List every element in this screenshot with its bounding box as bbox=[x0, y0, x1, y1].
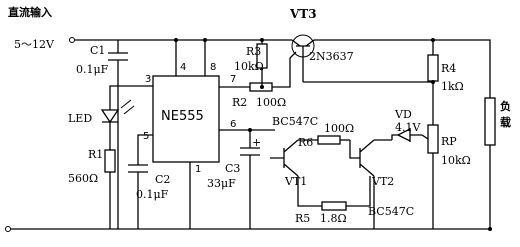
c3-plus: + bbox=[252, 136, 261, 149]
vd-label: VD bbox=[394, 108, 412, 121]
junction bbox=[203, 38, 207, 42]
junction bbox=[431, 80, 435, 84]
ne555-label: NE555 bbox=[161, 109, 204, 124]
r4-resistor bbox=[427, 54, 439, 82]
c2-label: C2 bbox=[155, 173, 170, 186]
input-terminal-positive bbox=[69, 37, 75, 43]
r1-value: 560Ω bbox=[68, 172, 98, 185]
r3-label: R3 bbox=[246, 45, 261, 58]
junction bbox=[260, 38, 264, 42]
junction bbox=[174, 38, 178, 42]
pin-7: 7 bbox=[230, 74, 236, 85]
vd-value: 4.1V bbox=[395, 121, 421, 134]
input-terminal-negative bbox=[5, 226, 11, 232]
vt2-transistor bbox=[349, 139, 375, 177]
pin-6: 6 bbox=[230, 119, 236, 130]
r4-label: R4 bbox=[441, 62, 456, 75]
c3-label: C3 bbox=[225, 162, 240, 175]
pin-4: 4 bbox=[180, 62, 186, 73]
junction bbox=[260, 85, 264, 89]
c2-capacitor bbox=[128, 164, 148, 229]
r6-label: R6 bbox=[298, 136, 313, 149]
vt2-part: BC547C bbox=[368, 205, 414, 218]
r3-value: 10kΩ bbox=[234, 60, 264, 73]
load-resistor bbox=[484, 97, 496, 146]
led-light-rays bbox=[120, 99, 135, 115]
pin-3: 3 bbox=[145, 74, 151, 85]
r2-wire bbox=[272, 58, 291, 88]
c3-capacitor bbox=[240, 147, 260, 229]
r5-value: 1.8Ω bbox=[320, 212, 347, 225]
c1-label: C1 bbox=[90, 44, 105, 57]
pin6-wire bbox=[219, 129, 251, 148]
load-label-2: 载 bbox=[500, 115, 511, 129]
pin3-wire bbox=[109, 85, 153, 110]
dc-input-label: 直流输入 bbox=[8, 5, 52, 19]
c3-value: 33μF bbox=[207, 177, 236, 190]
vt1-emitter-wire bbox=[297, 176, 322, 207]
vt3-part: 2N3637 bbox=[309, 50, 354, 63]
led-label: LED bbox=[68, 112, 92, 125]
r6-value: 100Ω bbox=[324, 122, 354, 135]
r5-label: R5 bbox=[295, 212, 310, 225]
junction bbox=[488, 227, 492, 231]
load-label-1: 负 bbox=[500, 99, 511, 113]
r6-resistor bbox=[317, 135, 341, 145]
r4-value: 1kΩ bbox=[441, 80, 464, 93]
vt1-part: BC547C bbox=[272, 115, 318, 128]
pin-5: 5 bbox=[143, 131, 149, 142]
pin5-wire bbox=[137, 134, 153, 165]
vt1-label: VT1 bbox=[284, 175, 307, 188]
pin-8: 8 bbox=[210, 62, 216, 73]
ne555-chip bbox=[152, 75, 220, 163]
led-diode bbox=[100, 109, 120, 150]
junction bbox=[431, 38, 435, 42]
vt3-label: VT3 bbox=[289, 7, 317, 21]
r1-label: R1 bbox=[88, 148, 103, 161]
vt3-leads bbox=[289, 39, 315, 82]
rp-value: 10kΩ bbox=[441, 154, 471, 167]
r2-label: R2 bbox=[232, 96, 247, 109]
vd-zener-diode bbox=[391, 127, 422, 143]
pin-1: 1 bbox=[195, 164, 201, 175]
r5-wire bbox=[346, 176, 371, 207]
r2-value: 100Ω bbox=[256, 96, 286, 109]
r5-resistor bbox=[321, 201, 347, 211]
c1-value: 0.1μF bbox=[76, 63, 109, 76]
vt2-label: VT2 bbox=[371, 175, 394, 188]
c1-capacitor bbox=[108, 52, 128, 61]
c2-value: 0.1μF bbox=[136, 188, 169, 201]
rp-potentiometer bbox=[427, 124, 439, 154]
rp-label: RP bbox=[441, 135, 457, 148]
vt1-transistor bbox=[270, 139, 299, 177]
rp-wiper bbox=[421, 134, 429, 140]
r1-resistor bbox=[104, 149, 116, 173]
positive-rail-right-wire bbox=[314, 39, 491, 98]
voltage-range-label: 5～12V bbox=[14, 38, 55, 51]
